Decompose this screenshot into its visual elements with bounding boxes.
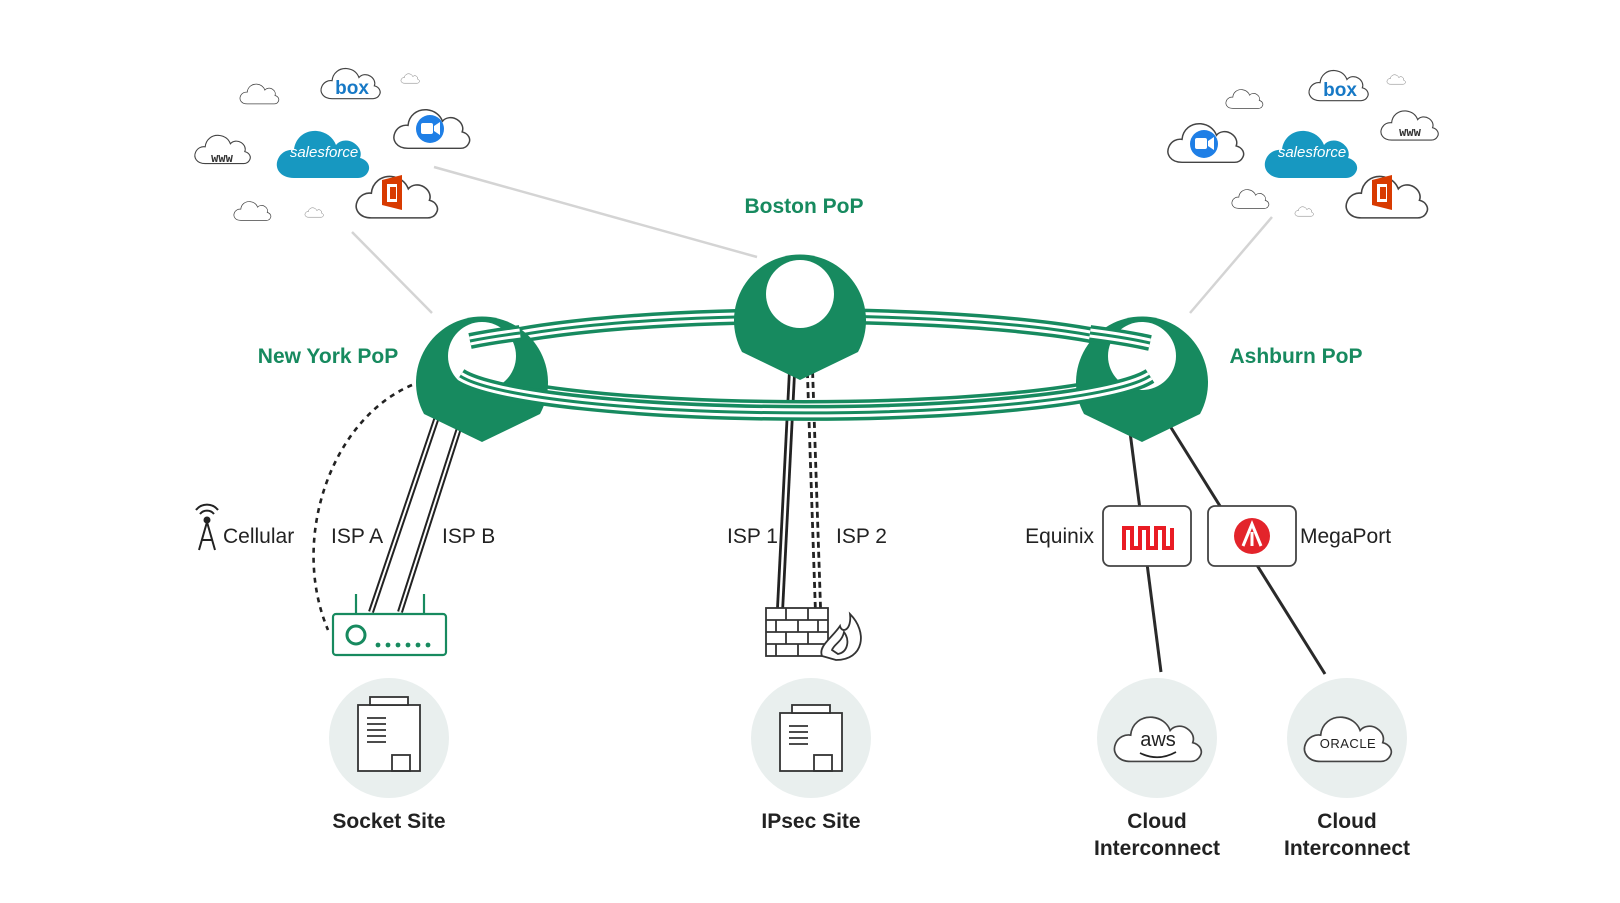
building-icon [357,696,421,772]
oracle-label: ORACLE [1320,736,1376,751]
megaport-icon [1234,518,1270,554]
small-cloud [400,73,420,84]
office-icon [382,175,402,210]
box-label: box [1323,80,1357,101]
app-connection-lines [351,165,1273,314]
www-label: www [211,151,233,165]
small-cloud [1294,206,1314,217]
small-cloud [304,207,324,218]
cloud-interconnect-label-line2: Interconnect [1284,837,1410,860]
right-app-cloud-cluster: box www salesforce [1167,69,1439,219]
ipsec-site: IPsec Site [751,678,871,833]
isp-2-label: ISP 2 [836,525,887,548]
small-cloud [1231,189,1270,209]
firewall-icon [765,607,862,661]
cellular-tower-icon [195,503,219,551]
salesforce-label: salesforce [290,144,358,161]
cellular-label: Cellular [223,525,294,548]
small-cloud [233,201,272,221]
boston-pop-pin [733,254,866,380]
isp-a-label: ISP A [331,525,383,548]
socket-site-label: Socket Site [332,810,445,833]
office-cloud [355,175,439,219]
aws-cloud-interconnect: aws Cloud Interconnect [1094,678,1220,860]
backbone-ring-front [455,325,1155,421]
zoom-cloud [1167,122,1245,164]
small-cloud [1225,89,1264,109]
building-icon [779,704,843,772]
equinix-label: Equinix [1025,525,1094,548]
ipsec-site-label: IPsec Site [761,810,860,833]
zoom-icon [1190,130,1218,158]
www-label: www [1399,125,1421,139]
cloud-interconnect-label-line1: Cloud [1127,810,1186,833]
oracle-cloud-interconnect: ORACLE Cloud Interconnect [1284,678,1410,860]
isp-b-label: ISP B [442,525,495,548]
cloud-interconnect-label-line1: Cloud [1317,810,1376,833]
equinix-badge [1102,505,1192,567]
salesforce-label: salesforce [1278,144,1346,161]
box-label: box [335,78,369,99]
zoom-icon [416,115,444,143]
small-cloud [1386,74,1406,85]
router-icon [331,594,448,657]
office-cloud [1345,175,1429,219]
office-icon [1372,175,1392,210]
megaport-label: MegaPort [1300,525,1391,548]
megaport-badge [1207,505,1297,567]
aws-label: aws [1140,729,1176,751]
small-cloud [239,83,280,105]
www-cloud: www [194,134,251,165]
box-cloud: box [1308,69,1369,102]
socket-site: Socket Site [329,678,449,833]
box-cloud: box [320,67,381,100]
left-app-cloud-cluster: www box salesforce [194,67,471,221]
equinix-icon [1122,526,1174,550]
www-cloud: www [1380,110,1439,141]
cloud-interconnect-label-line2: Interconnect [1094,837,1220,860]
salesforce-cloud: salesforce [276,130,370,178]
ashburn-pop-label: Ashburn PoP [1229,345,1362,368]
zoom-cloud [393,108,471,150]
isp-1-label: ISP 1 [727,525,778,548]
new-york-pop-label: New York PoP [258,345,398,368]
boston-pop-label: Boston PoP [745,195,864,218]
salesforce-cloud: salesforce [1264,130,1358,178]
cellular-link [312,383,413,631]
